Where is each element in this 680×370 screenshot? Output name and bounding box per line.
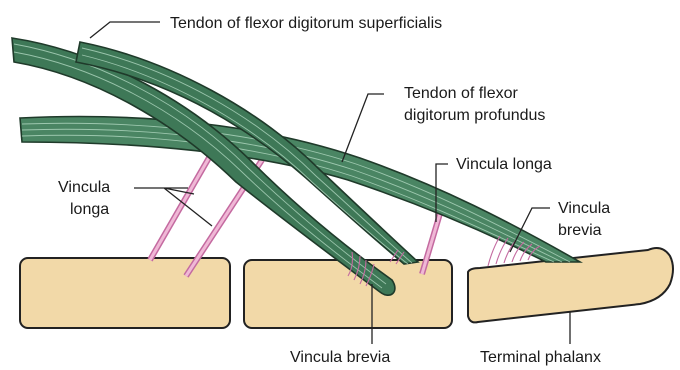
label-fdp-line1: Tendon of flexor (404, 85, 519, 102)
label-vincula-longa-right: Vincula longa (456, 156, 552, 173)
label-fdp-line2: digitorum profundus (404, 107, 545, 124)
label-vincula-longa-left-line2: longa (70, 201, 109, 218)
label-vincula-brevia-bottom: Vincula brevia (290, 349, 390, 366)
label-vincula-brevia-right-line1: Vincula (558, 200, 610, 217)
label-vincula-brevia-right-line2: brevia (558, 222, 602, 239)
proximal-phalanx (20, 258, 230, 328)
label-fds: Tendon of flexor digitorum superficialis (170, 15, 442, 32)
label-vincula-longa-left-line1: Vincula (58, 179, 110, 196)
leader-fdp (342, 94, 384, 162)
leader-fds (90, 22, 160, 38)
label-terminal-phalanx: Terminal phalanx (480, 349, 601, 366)
